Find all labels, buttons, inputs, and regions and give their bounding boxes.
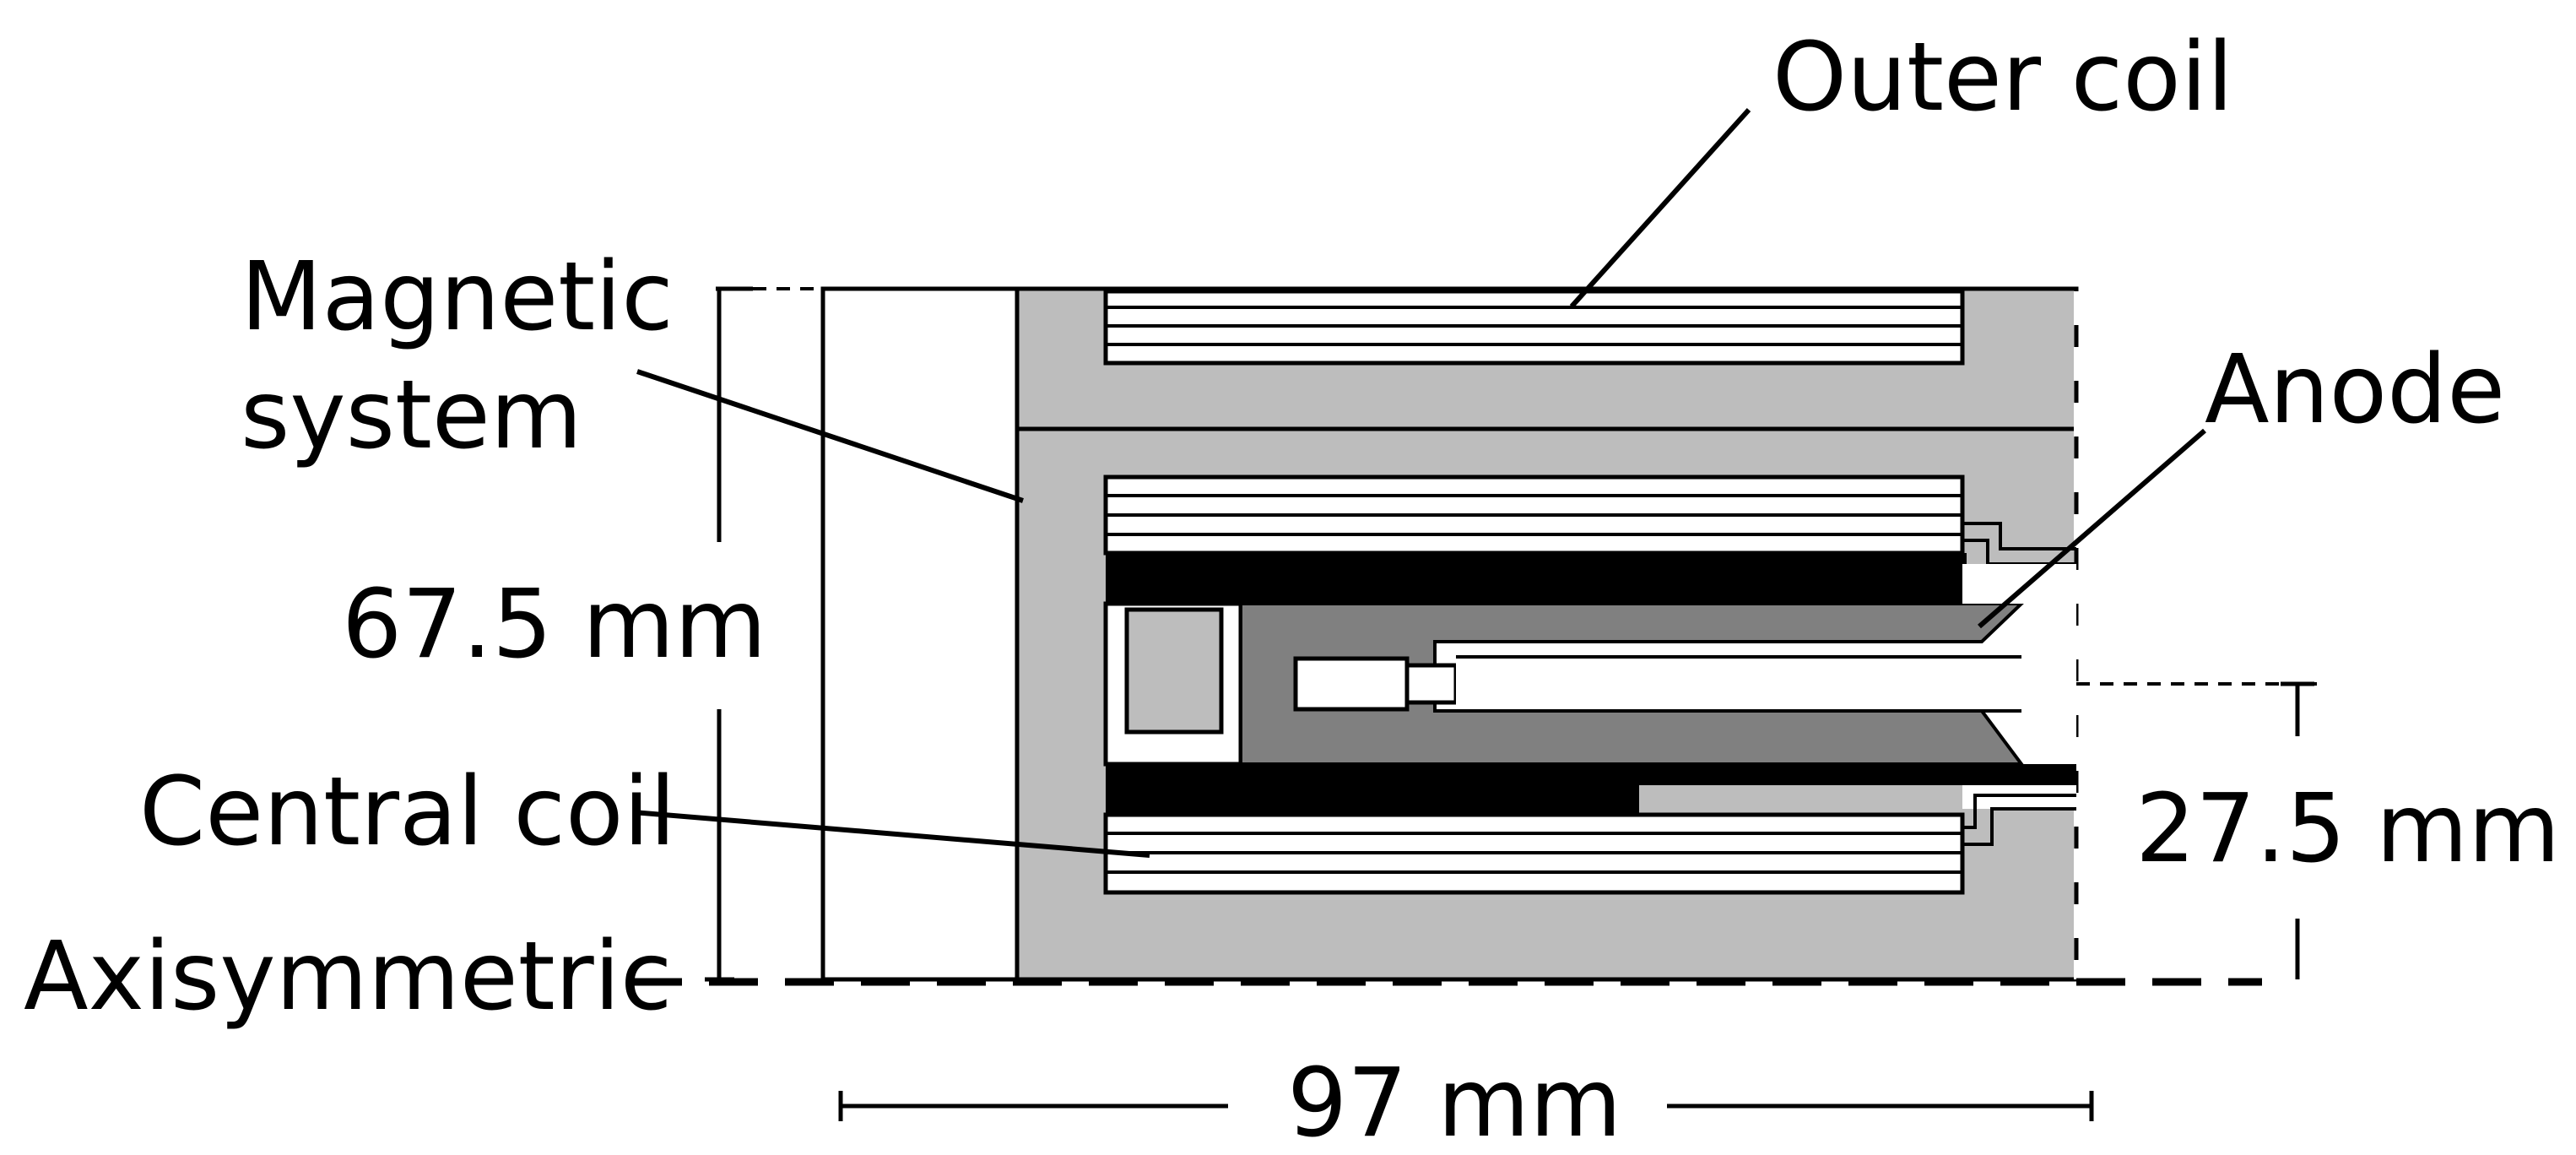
housing-left-section: [820, 286, 1020, 982]
anode-feed-outer: [1293, 656, 1410, 712]
central-coil: [1103, 812, 1965, 895]
lower-insulator-step: [1637, 764, 1916, 785]
inner-upper-coil: [1103, 474, 1965, 556]
label-central-coil: Central coil: [139, 757, 676, 867]
label-height-dim: 67.5 mm: [342, 570, 766, 680]
label-outer-coil: Outer coil: [1772, 23, 2233, 133]
anode-channel-gap: [1456, 657, 2076, 711]
inner-pocket: [1103, 601, 1243, 767]
leader-central-coil: [632, 810, 1150, 858]
anode-feed-inner: [1404, 663, 1458, 705]
label-magnetic-line1: Magnetic: [241, 242, 674, 352]
lower-insulator-main: [1106, 764, 1639, 815]
pole-piece-upper: [1962, 522, 2076, 604]
label-axis: Axisymmetric: [24, 922, 672, 1032]
leader-anode: [1978, 428, 2206, 629]
leader-outer-coil: [1569, 107, 1751, 309]
outer-coil: [1103, 289, 1965, 366]
label-radius-dim: 27.5 mm: [2135, 774, 2560, 884]
radius-dimension: [2076, 681, 2317, 979]
label-anode: Anode: [2205, 335, 2505, 445]
width-dimension: [838, 1091, 2094, 1121]
upper-insulator: [1106, 553, 1967, 604]
label-width-dim: 97 mm: [1287, 1049, 1621, 1155]
label-magnetic-line2: system: [241, 361, 582, 470]
pole-piece-lower: [1962, 785, 2076, 846]
leader-magnetic-system: [636, 369, 1024, 503]
